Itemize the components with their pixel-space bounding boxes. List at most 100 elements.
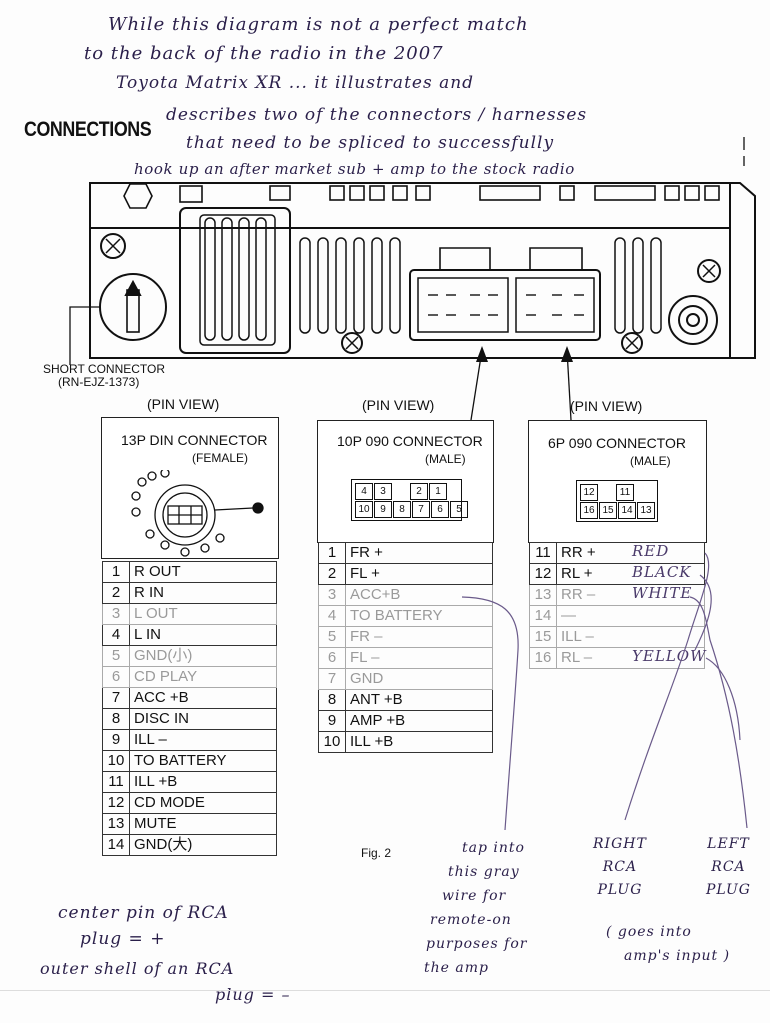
face-pin-cell: 13 xyxy=(637,502,655,519)
pin-function-label: FL – xyxy=(350,649,380,666)
face-pin-cell: 16 xyxy=(580,502,598,519)
note-line-1: While this diagram is not a perfect matc… xyxy=(108,14,529,35)
rca-center-note: center pin of RCA plug = + xyxy=(58,900,229,952)
tap-note-line-3: wire for xyxy=(442,888,507,904)
pin-function: CD MODE xyxy=(129,792,277,814)
pin-function-label: — xyxy=(561,607,576,624)
pin-function: ACC +B xyxy=(129,687,277,709)
pin-number: 12 xyxy=(102,792,130,814)
face-pin-cell: 8 xyxy=(393,501,411,518)
left-rca-note: LEFT RCA PLUG xyxy=(706,833,751,902)
tap-note-line-1: tap into xyxy=(462,840,525,856)
pin-function-label: ILL – xyxy=(561,628,594,645)
note-line-6: hook up an after market sub + amp to the… xyxy=(134,160,575,178)
pin-function-label: R IN xyxy=(134,584,164,601)
face-pin-cell: 2 xyxy=(410,483,428,500)
left-rca-line-3: PLUG xyxy=(706,882,751,898)
wire-color-label: BLACK xyxy=(632,563,692,581)
face-pin-cell: 7 xyxy=(412,501,430,518)
pin-number: 16 xyxy=(529,647,557,669)
pin-number: 13 xyxy=(102,813,130,835)
face-pin-cell: 4 xyxy=(355,483,373,500)
pin-view-label-6p: (PIN VIEW) xyxy=(570,398,643,414)
face-pin-cell: 11 xyxy=(616,484,634,501)
connector-13p-sub: (FEMALE) xyxy=(192,451,249,465)
connector-6p-name: 6P 090 CONNECTOR xyxy=(548,435,686,451)
connector-6p-face-box xyxy=(528,420,707,543)
connector-10p-sub: (MALE) xyxy=(425,452,466,466)
wire-color-label: RED xyxy=(632,542,670,560)
face-pin-cell: 10 xyxy=(355,501,373,518)
rca-outer-note: outer shell of an RCA plug = – xyxy=(40,956,290,1008)
short-connector-label: SHORT CONNECTOR xyxy=(43,362,166,376)
pin-function-label: CD PLAY xyxy=(134,668,198,685)
pin-function: RL –YELLOW xyxy=(556,647,706,669)
pin-function-label: ACC+B xyxy=(350,586,401,603)
pin-function: MUTE xyxy=(129,813,277,835)
pin-function-label: ILL +B xyxy=(350,733,394,750)
pin-function-label: ILL – xyxy=(134,731,167,748)
tap-note-line-6: the amp xyxy=(424,960,489,976)
pin-function: GND(小) xyxy=(129,645,277,667)
pin-function-label: CD MODE xyxy=(134,794,205,811)
note-line-2: to the back of the radio in the 2007 xyxy=(84,43,444,64)
pin-function: TO BATTERY xyxy=(345,605,493,627)
wire-color-label: WHITE xyxy=(632,584,693,602)
pin-function: RR –WHITE xyxy=(556,584,705,606)
page-title: CONNECTIONS xyxy=(24,118,152,141)
figure-label: Fig. 2 xyxy=(361,846,392,860)
pin-function-label: TO BATTERY xyxy=(134,752,227,769)
bottom-rule xyxy=(0,990,770,991)
pin-number: 14 xyxy=(529,605,557,627)
pin-function-label: ACC +B xyxy=(134,689,189,706)
goes-into-line-1: ( goes into xyxy=(606,924,692,940)
face-pin-cell: 9 xyxy=(374,501,392,518)
radio-back-panel-drawing xyxy=(69,137,756,421)
pin-function-label: FR – xyxy=(350,628,383,645)
pin-function-label: L IN xyxy=(134,626,161,643)
face-pin-cell: 15 xyxy=(599,502,617,519)
pin-function: GND(大) xyxy=(129,834,277,856)
face-pin-cell: 6 xyxy=(431,501,449,518)
pin-number: 13 xyxy=(529,584,557,606)
din-connector-face xyxy=(131,470,264,557)
face-pin-cell: 1 xyxy=(429,483,447,500)
pin-function: RR +RED xyxy=(556,542,705,564)
note-line-3: Toyota Matrix XR ... it illustrates and xyxy=(116,73,475,93)
pin-function-label: RL – xyxy=(561,649,593,666)
pin-number: 15 xyxy=(529,626,557,648)
tap-note-line-2: this gray xyxy=(448,864,520,880)
tap-note: tap into this gray wire for remote-on pu… xyxy=(424,836,527,980)
right-rca-line-3: PLUG xyxy=(597,882,643,898)
pin-function: RL +BLACK xyxy=(556,563,705,585)
pin-function: ILL – xyxy=(129,729,277,751)
note-line-4: describes two of the connectors / harnes… xyxy=(166,105,588,125)
rca-outer-line-1: outer shell of an RCA xyxy=(40,959,235,978)
pin-number: 11 xyxy=(102,771,130,793)
face-pin-cell: 5 xyxy=(450,501,468,518)
pin-function-label: R OUT xyxy=(134,563,181,580)
rca-center-line-1: center pin of RCA xyxy=(58,903,229,923)
pin-view-label-13p: (PIN VIEW) xyxy=(147,396,220,412)
